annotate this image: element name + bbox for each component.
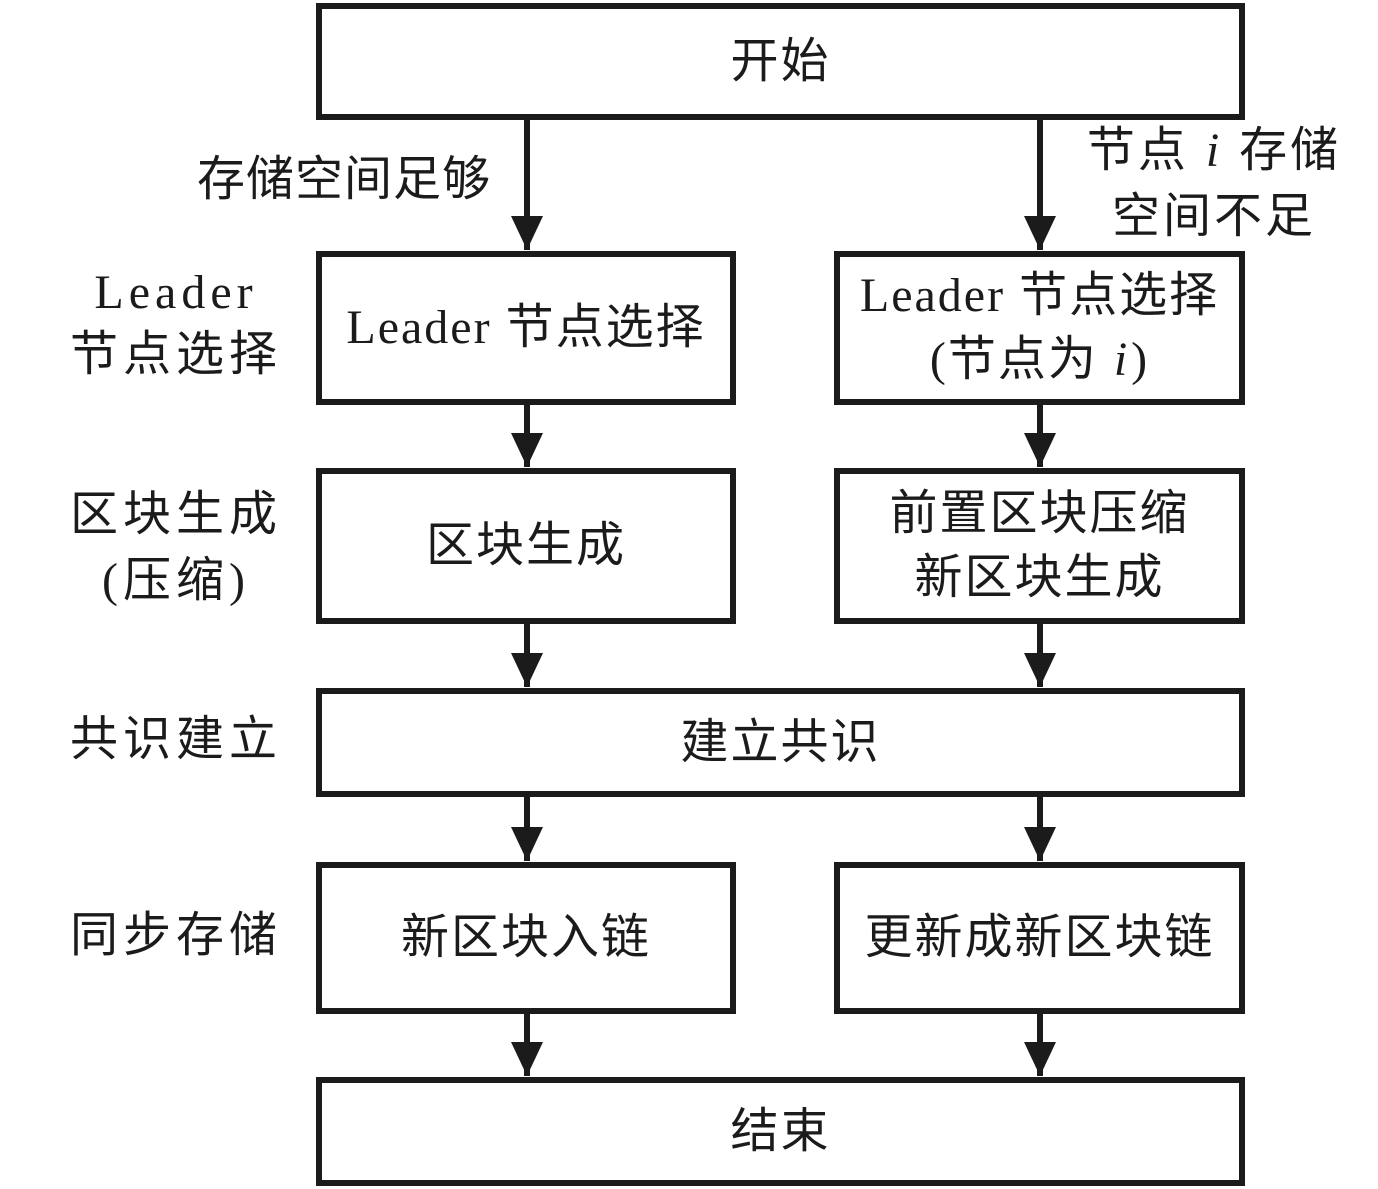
node-start: 开始 — [316, 3, 1245, 120]
stage-label-leader-select-line2: 节点选择 — [69, 328, 282, 381]
node-leader-select-i-line1: Leader 节点选择 — [859, 269, 1220, 322]
node-new-block-onchain: 新区块入链 — [316, 862, 736, 1014]
branch-label-storage-enough-text: 存储空间足够 — [197, 153, 492, 206]
node-leader-select-i-line2: (节点为 i) — [930, 328, 1149, 392]
node-leader-select-i: Leader 节点选择 (节点为 i) — [834, 251, 1245, 405]
node-leader-select-left-label: Leader 节点选择 — [346, 301, 706, 354]
node-leader-select-i-italic-i: i — [1113, 333, 1130, 386]
node-leader-select-i-line2-pre: (节点为 — [929, 333, 1112, 386]
node-end-label: 结束 — [730, 1104, 831, 1158]
node-leader-select-left: Leader 节点选择 — [316, 251, 736, 405]
branch-label-storage-enough: 存储空间足够 — [197, 150, 491, 210]
stage-label-sync-storage: 同步存储 — [60, 905, 292, 967]
stage-label-consensus: 共识建立 — [60, 709, 292, 771]
node-update-new-chain: 更新成新区块链 — [834, 862, 1245, 1014]
node-start-label: 开始 — [730, 34, 831, 88]
branch-label-storage-insufficient-line1: 节点 i 存储 — [1055, 118, 1373, 184]
node-consensus: 建立共识 — [316, 688, 1245, 797]
branch-label-storage-insufficient-line2: 空间不足 — [1055, 184, 1373, 250]
node-block-generate-label: 区块生成 — [425, 519, 626, 572]
stage-label-sync-storage-line1: 同步存储 — [69, 909, 282, 962]
node-end: 结束 — [316, 1077, 1245, 1186]
node-block-generate: 区块生成 — [316, 468, 736, 624]
stage-label-block-generate: 区块生成 (压缩) — [60, 482, 292, 614]
branch-label-storage-insufficient: 节点 i 存储 空间不足 — [1055, 118, 1373, 250]
branch-right-line1-pre: 节点 — [1086, 124, 1204, 177]
stage-label-block-generate-line2: (压缩) — [102, 554, 250, 607]
node-update-new-chain-label: 更新成新区块链 — [864, 911, 1215, 964]
node-preblock-compress: 前置区块压缩 新区块生成 — [834, 468, 1245, 624]
node-consensus-label: 建立共识 — [680, 715, 881, 769]
branch-right-line1-italic-i: i — [1205, 124, 1223, 177]
node-leader-select-i-line2-post: ) — [1131, 333, 1150, 386]
node-preblock-compress-line1: 前置区块压缩 — [889, 487, 1190, 540]
stage-label-block-generate-line1: 区块生成 — [69, 488, 282, 541]
branch-right-line2-text: 空间不足 — [1111, 190, 1316, 243]
node-preblock-compress-line2: 新区块生成 — [914, 551, 1165, 604]
stage-label-leader-select: Leader 节点选择 — [60, 262, 292, 386]
branch-right-line1-post: 存储 — [1224, 124, 1342, 177]
node-new-block-onchain-label: 新区块入链 — [400, 911, 651, 964]
stage-label-consensus-line1: 共识建立 — [69, 713, 282, 766]
stage-label-leader-select-line1: Leader — [94, 266, 258, 319]
